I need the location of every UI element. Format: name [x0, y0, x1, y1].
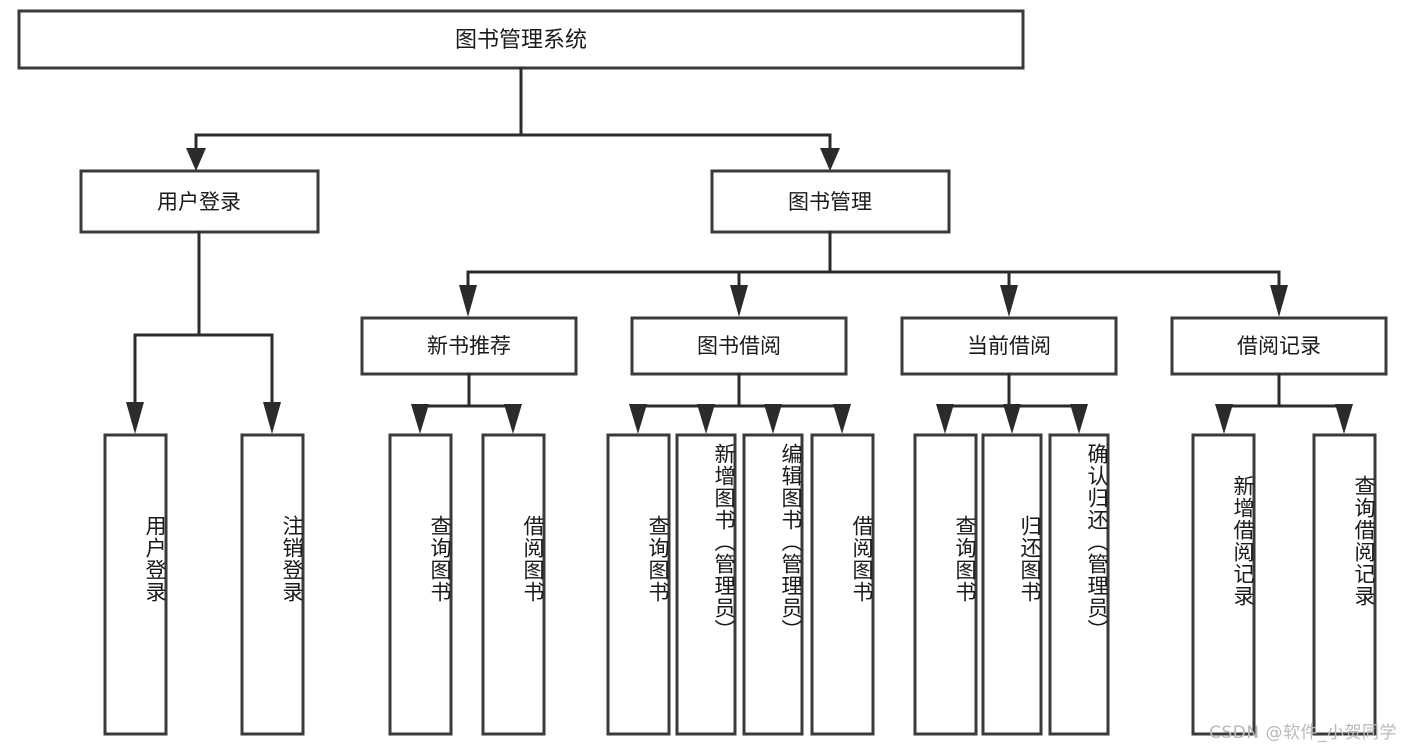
- arrowhead-borrow-record: [1270, 285, 1288, 317]
- node-book-management[interactable]: 图书管理: [710, 169, 951, 234]
- node-box-leaf-return-book[interactable]: [981, 433, 1043, 736]
- arrowhead-current-borrow: [1000, 285, 1018, 317]
- arrowhead-leaf-return-book: [1003, 404, 1021, 434]
- node-box-leaf-user-login[interactable]: [103, 433, 168, 736]
- node-box-leaf-query-record[interactable]: [1312, 433, 1377, 736]
- arrowhead-leaf-query-book-2: [629, 404, 647, 434]
- node-label-new-book-recommend: 新书推荐: [427, 334, 511, 358]
- node-box-leaf-borrow-book-2[interactable]: [810, 433, 875, 736]
- node-user-login[interactable]: 用户登录: [79, 169, 320, 234]
- arrowhead-leaf-logout-login: [263, 402, 281, 434]
- csdn-watermark: CSDN @软件_小贺同学: [1209, 723, 1397, 743]
- arrowhead-book-borrow: [730, 285, 748, 317]
- arrowhead-leaf-query-record: [1335, 404, 1353, 434]
- arrowhead-leaf-query-book-3: [936, 404, 954, 434]
- node-box-leaf-confirm-return[interactable]: [1048, 433, 1110, 736]
- node-book-borrow[interactable]: 图书借阅: [630, 316, 848, 376]
- arrowhead-leaf-query-book-1: [411, 404, 429, 434]
- arrowhead-new-book-recommend: [459, 285, 477, 317]
- node-box-leaf-edit-book[interactable]: [742, 433, 804, 736]
- node-label-root-system: 图书管理系统: [455, 28, 587, 53]
- node-box-leaf-query-book-2[interactable]: [606, 433, 671, 736]
- arrowhead-leaf-user-login: [126, 402, 144, 434]
- node-borrow-record[interactable]: 借阅记录: [1170, 316, 1388, 376]
- node-box-leaf-add-record[interactable]: [1191, 433, 1256, 736]
- node-box-leaf-add-book[interactable]: [675, 433, 737, 736]
- arrowhead-leaf-confirm-return: [1070, 404, 1088, 434]
- arrowhead-user-login: [186, 148, 206, 171]
- node-label-user-login: 用户登录: [157, 190, 241, 214]
- node-box-current-borrow[interactable]: [900, 316, 1118, 376]
- arrowhead-book-management: [820, 148, 840, 171]
- arrowhead-leaf-edit-book: [764, 404, 782, 434]
- node-box-new-book-recommend[interactable]: [360, 316, 578, 376]
- node-current-borrow[interactable]: 当前借阅: [900, 316, 1118, 376]
- node-box-leaf-query-book-3[interactable]: [913, 433, 978, 736]
- arrowhead-leaf-add-record: [1215, 404, 1233, 434]
- node-box-book-borrow[interactable]: [630, 316, 848, 376]
- node-label-book-borrow: 图书借阅: [697, 334, 781, 358]
- arrowhead-leaf-borrow-book-2: [833, 404, 851, 434]
- node-label-current-borrow: 当前借阅: [967, 334, 1051, 358]
- arrowhead-leaf-borrow-book-1: [504, 404, 522, 434]
- node-label-book-management: 图书管理: [788, 190, 872, 214]
- node-box-borrow-record[interactable]: [1170, 316, 1388, 376]
- node-label-borrow-record: 借阅记录: [1237, 334, 1321, 358]
- node-box-leaf-logout-login[interactable]: [240, 433, 305, 736]
- node-box-leaf-query-book-1[interactable]: [388, 433, 453, 736]
- node-root-system[interactable]: 图书管理系统: [17, 9, 1025, 70]
- node-box-leaf-borrow-book-1[interactable]: [481, 433, 546, 736]
- node-box-root-system[interactable]: [17, 9, 1025, 70]
- arrowhead-leaf-add-book: [697, 404, 715, 434]
- node-new-book-recommend[interactable]: 新书推荐: [360, 316, 578, 376]
- node-box-book-management[interactable]: [710, 169, 951, 234]
